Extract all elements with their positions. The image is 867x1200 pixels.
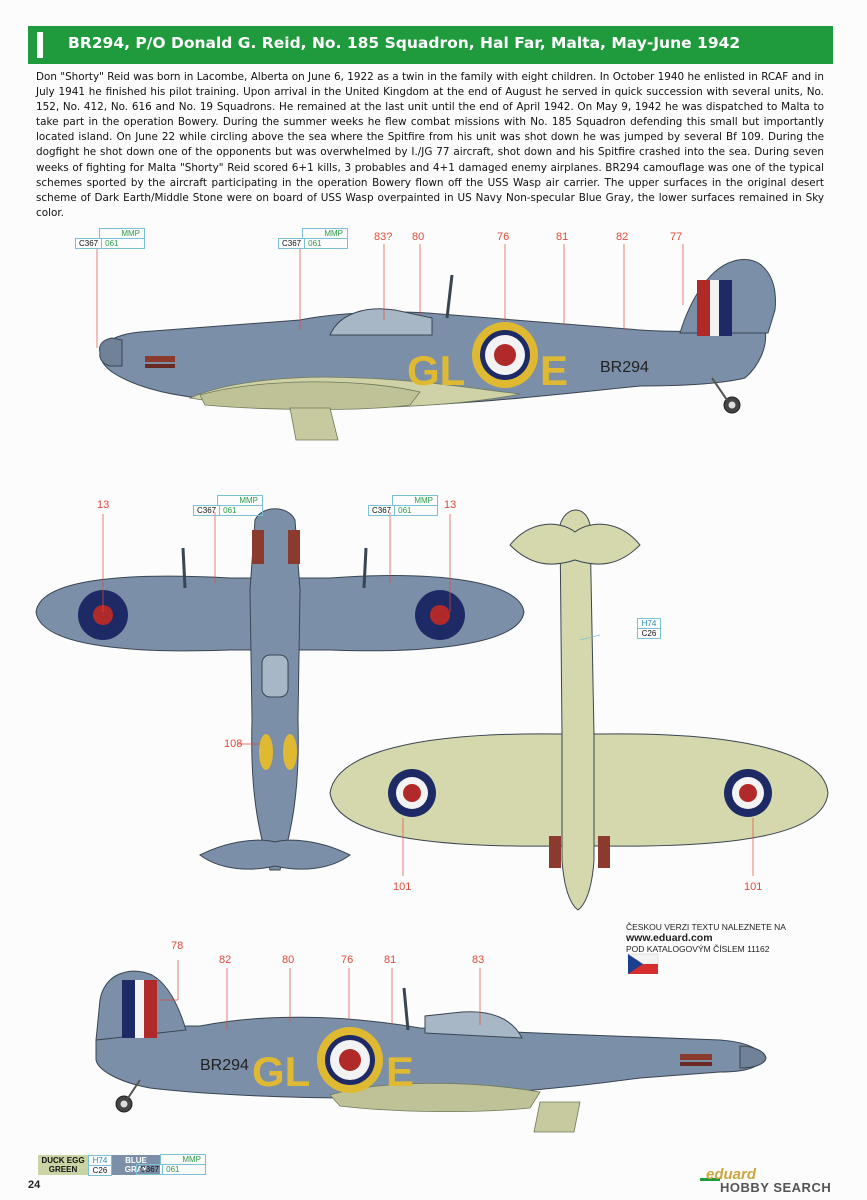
callout-80-b: 80 <box>282 954 295 966</box>
czech-version-note: ČESKOU VERZI TEXTU NALEZNETE NA www.edua… <box>626 922 786 954</box>
title-banner: BR294, P/O Donald G. Reid, No. 185 Squad… <box>28 26 833 64</box>
callout-83-b: 83 <box>472 954 485 966</box>
callout-13-right: 13 <box>444 499 457 511</box>
callout-82: 82 <box>616 231 629 243</box>
callout-81-b: 81 <box>384 954 397 966</box>
callout-78: 78 <box>171 940 184 952</box>
page-number: 24 <box>28 1179 41 1191</box>
callout-76-b: 76 <box>341 954 354 966</box>
callout-81: 81 <box>556 231 569 243</box>
watermark: HOBBY SEARCH <box>720 1180 832 1195</box>
brand-logo: eduard <box>706 1166 757 1183</box>
callout-77: 77 <box>670 231 683 243</box>
eduard-url[interactable]: www.eduard.com <box>626 932 713 944</box>
callout-76: 76 <box>497 231 510 243</box>
side-view-left-profile: GL E BR294 <box>96 244 776 441</box>
upper-surface-plan <box>35 508 525 871</box>
swatch-duck-egg-codes: H74 C26 <box>88 1155 112 1176</box>
callout-108: 108 <box>224 738 243 750</box>
czech-flag <box>627 953 659 974</box>
page-title: BR294, P/O Donald G. Reid, No. 185 Squad… <box>68 34 741 52</box>
code-letter-right-2: E <box>386 1048 414 1095</box>
callout-83q: 83? <box>374 231 393 243</box>
lower-surface-plan <box>329 509 829 911</box>
serial-number: BR294 <box>600 359 649 376</box>
title-bar-accent <box>37 32 43 58</box>
pilot-biography: Don "Shorty" Reid was born in Lacombe, A… <box>36 71 824 219</box>
callout-101-left: 101 <box>393 881 412 893</box>
footer-accent <box>700 1178 720 1181</box>
code-letter-right: E <box>540 347 568 394</box>
code-letters-left: GL <box>407 347 465 394</box>
paint-ref-sky: H74 C26 <box>637 618 661 639</box>
callout-13-left: 13 <box>97 499 110 511</box>
side-view-right-profile: GL E BR294 <box>95 960 767 1133</box>
code-letters-left-2: GL <box>252 1048 310 1095</box>
serial-number-2: BR294 <box>200 1057 249 1074</box>
callout-82-b: 82 <box>219 954 232 966</box>
callout-80: 80 <box>412 231 425 243</box>
callout-101-right: 101 <box>744 881 763 893</box>
swatch-duck-egg-green: DUCK EGG GREEN <box>38 1155 88 1175</box>
